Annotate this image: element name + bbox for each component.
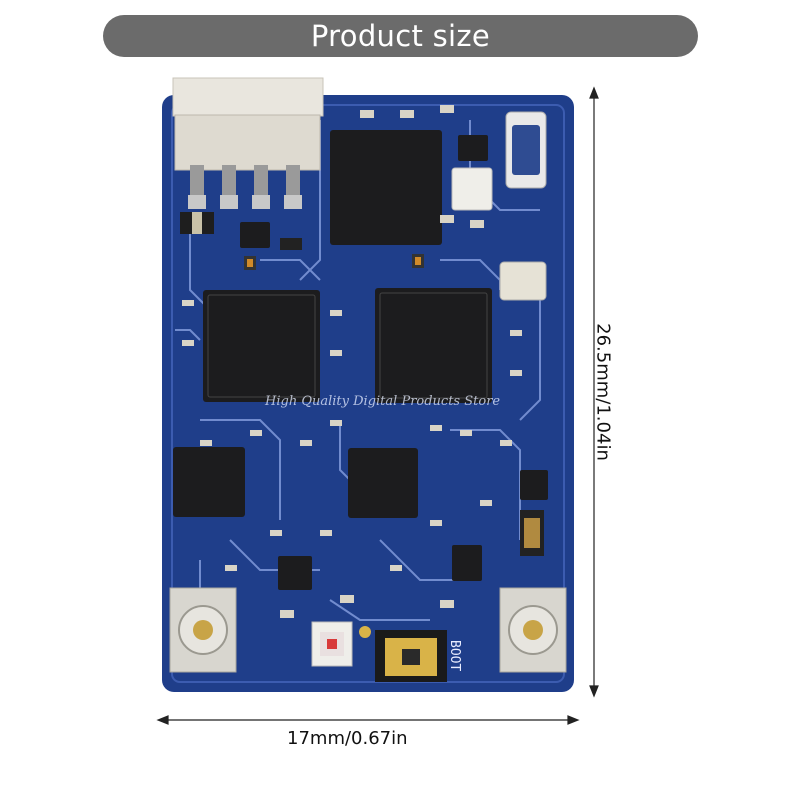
- boot-silkscreen-label: BOOT: [447, 640, 462, 672]
- chip-top: [330, 130, 442, 245]
- title-banner: Product size: [103, 15, 698, 57]
- height-dimension-label: 26.5mm/1.04in: [592, 323, 614, 461]
- rgb-led: [311, 621, 353, 667]
- chip-left: [203, 290, 320, 402]
- antenna-connector-left: [169, 587, 237, 673]
- dimension-line-vertical: [589, 86, 599, 698]
- pin-header-connector: [172, 77, 324, 209]
- banner-title: Product size: [310, 19, 491, 53]
- watermark-text: High Quality Digital Products Store: [265, 394, 501, 409]
- width-dimension-label: 17mm/0.67in: [287, 728, 408, 749]
- ic-chips: [173, 130, 548, 590]
- smd-components: [180, 105, 547, 618]
- chip-bottom-center: [348, 448, 418, 518]
- dimension-line-horizontal: [156, 715, 580, 725]
- chip-bottom-left: [173, 447, 245, 517]
- antenna-connector-right: [499, 587, 567, 673]
- chip-right: [375, 288, 492, 403]
- boot-button: [359, 626, 447, 682]
